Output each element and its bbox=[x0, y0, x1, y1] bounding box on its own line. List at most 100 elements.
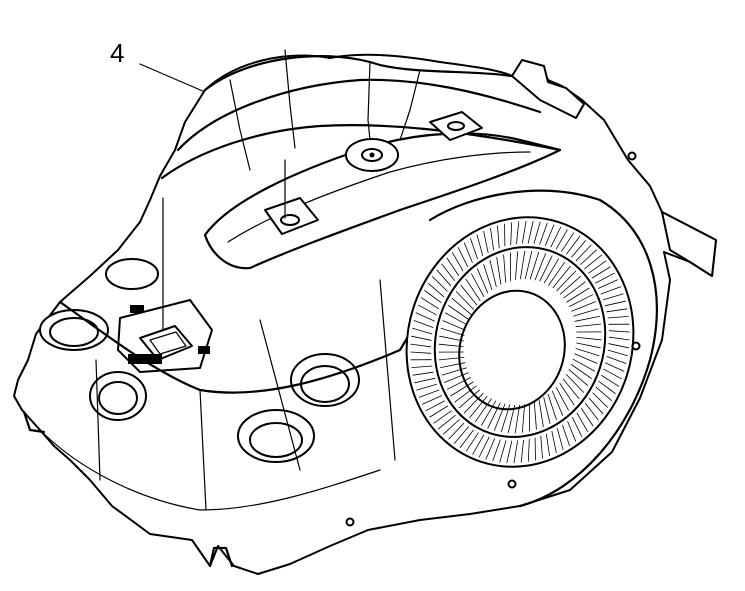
fan-outer-slot bbox=[410, 351, 432, 354]
fan-outer-slot bbox=[598, 380, 616, 394]
fan-outer-slot bbox=[429, 405, 449, 418]
fan-inner-slot bbox=[559, 382, 575, 406]
callout-leader-line bbox=[139, 63, 206, 93]
fan-inner-slot bbox=[444, 372, 469, 383]
fan-outer-slot bbox=[506, 440, 513, 464]
fan-outer-slot bbox=[592, 392, 608, 408]
fan-inner-slot bbox=[572, 358, 595, 372]
fan-inner-slot bbox=[556, 270, 577, 292]
fan-housing-edge bbox=[428, 189, 658, 508]
fan-inner-slot bbox=[576, 342, 601, 349]
fan-outer-slot bbox=[451, 252, 464, 272]
fan-inner-slot bbox=[507, 404, 516, 434]
fan-outer-slot bbox=[472, 434, 485, 455]
engine-cover-housing bbox=[13, 49, 717, 575]
fan-inner-slot bbox=[573, 308, 599, 317]
fan-outer-slot bbox=[598, 279, 618, 289]
fan-inner-slot bbox=[463, 392, 484, 414]
rear-tab bbox=[661, 211, 717, 277]
right-marking-label bbox=[198, 346, 210, 354]
mount-hole-1 bbox=[345, 517, 355, 527]
fan-inner-slot bbox=[514, 404, 520, 434]
fan-outer-slot bbox=[588, 260, 607, 274]
mount-hole-2 bbox=[507, 479, 517, 489]
fan-inner-slot bbox=[483, 263, 493, 291]
fan-outer-slot bbox=[415, 312, 435, 322]
dome-top-ridge bbox=[203, 55, 514, 92]
front-seam-b bbox=[95, 359, 101, 481]
left-marking-label bbox=[130, 305, 144, 313]
saddle-bridge-inner bbox=[227, 151, 531, 243]
fan-inner-slot bbox=[439, 335, 464, 342]
fan-inner-slot bbox=[548, 261, 566, 286]
fan-outer-slot bbox=[416, 383, 438, 391]
fan-inner-slot bbox=[543, 396, 551, 424]
fan-outer-slot bbox=[540, 435, 543, 459]
fan-outer-slot bbox=[433, 410, 452, 424]
fan-outer-slot bbox=[556, 428, 564, 450]
fan-inner-slot bbox=[455, 291, 475, 310]
fan-outer-slot bbox=[539, 222, 548, 245]
fan-inner-slot bbox=[442, 320, 466, 331]
left-notch bbox=[22, 410, 46, 434]
fan-outer-slot bbox=[580, 249, 597, 265]
fan-inner-slot bbox=[458, 389, 481, 409]
right-front-bowl-inner bbox=[249, 422, 303, 458]
front-seam-c bbox=[259, 319, 301, 471]
top-screw-icon bbox=[369, 152, 375, 158]
bottom-marking-label bbox=[128, 354, 162, 364]
fan-outer-slot bbox=[499, 440, 507, 463]
fan-outer-slot bbox=[465, 432, 479, 452]
fan-inner-slot bbox=[539, 255, 553, 282]
fan-inner-slot bbox=[576, 336, 602, 341]
fan-inner-slot bbox=[439, 362, 466, 369]
fan-inner-slot bbox=[574, 315, 600, 322]
fan-inner-slot bbox=[543, 258, 559, 284]
mount-hole-4 bbox=[627, 151, 637, 161]
dome-seam-1 bbox=[284, 49, 296, 149]
fan-inner-slot bbox=[450, 381, 474, 397]
front-body-edge bbox=[58, 298, 432, 394]
fan-outer-slot bbox=[546, 433, 550, 457]
fan-outer-slot bbox=[446, 257, 460, 276]
fan-inner-slot bbox=[520, 250, 526, 280]
fan-outer-slot bbox=[584, 254, 602, 270]
fan-inner-slot bbox=[534, 253, 546, 281]
fan-outer-slot bbox=[576, 412, 588, 432]
rear-socket-hole bbox=[447, 121, 465, 131]
fan-outer-slot bbox=[588, 397, 604, 415]
fan-inner-slot bbox=[487, 402, 501, 429]
fan-outer-slot bbox=[608, 330, 630, 333]
fan-outer-slot bbox=[413, 320, 434, 328]
fan-inner-slot bbox=[451, 297, 472, 315]
fan-inner-slot bbox=[562, 378, 580, 400]
fan-inner-slot bbox=[524, 250, 533, 280]
fan-outer-slot bbox=[595, 386, 612, 402]
fan-inner-slot bbox=[471, 273, 485, 298]
fan-outer-slot bbox=[453, 426, 469, 444]
fan-inner-slot bbox=[563, 281, 586, 299]
middle-socket-hole bbox=[280, 214, 300, 226]
fan-outer-slot bbox=[421, 395, 443, 405]
fan-outer-slot bbox=[410, 335, 432, 341]
fan-outer-slot bbox=[520, 439, 524, 463]
fan-outer-slot bbox=[459, 429, 474, 449]
fan-outer-slot bbox=[441, 263, 455, 281]
fan-outer-slot bbox=[410, 343, 432, 348]
fan-inner-slot bbox=[547, 393, 557, 421]
dome-seam-3 bbox=[229, 79, 251, 171]
fan-inner-slot bbox=[440, 327, 465, 336]
fan-outer-slot bbox=[443, 419, 460, 435]
fan-outer-slot bbox=[585, 403, 599, 421]
fan-outer-slot bbox=[412, 371, 434, 376]
fan-inner-slot bbox=[552, 265, 571, 289]
fan-outer-slot bbox=[571, 240, 587, 258]
fan-outer-slot bbox=[591, 266, 611, 279]
fan-outer-slot bbox=[510, 222, 513, 246]
dome-seam-4 bbox=[399, 69, 421, 141]
fan-outer-slot bbox=[497, 225, 500, 249]
fan-outer-slot bbox=[485, 438, 496, 460]
fan-outer-slot bbox=[463, 242, 473, 263]
fan-inner-slot bbox=[560, 275, 582, 295]
fan-inner-slot bbox=[555, 386, 569, 411]
